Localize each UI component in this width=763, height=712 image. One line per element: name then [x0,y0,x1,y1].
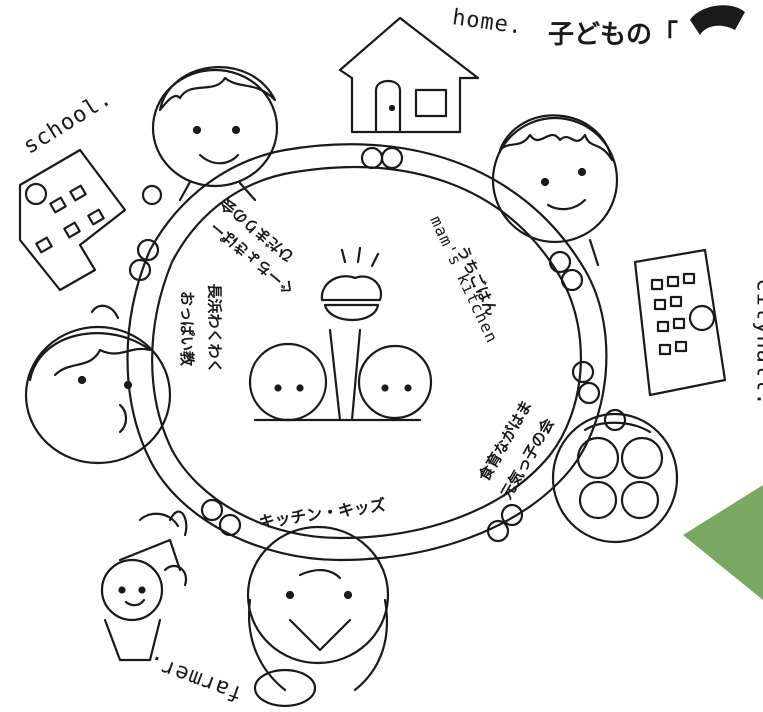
group-label-oppai: おっぱい教 [177,291,198,366]
title-decoration-shape [690,5,745,35]
child-figure-icon [248,527,388,706]
child-figure-icon [102,512,186,660]
green-triangle-shape [683,485,763,600]
rice-bowl-icon [322,248,381,320]
cityhall-label: cityhall. [752,278,763,406]
child-figure-icon [26,306,170,463]
cityhall-building-icon [635,250,725,395]
child-figure-icon [553,410,677,542]
page-title: 子どもの「 [548,14,678,51]
house-icon [340,18,478,132]
family-drawing [250,330,431,420]
group-label-nagahama-wakuwaku: 長浜わくわく [205,283,226,373]
school-building-icon [20,150,125,290]
child-figure-icon [153,67,277,200]
